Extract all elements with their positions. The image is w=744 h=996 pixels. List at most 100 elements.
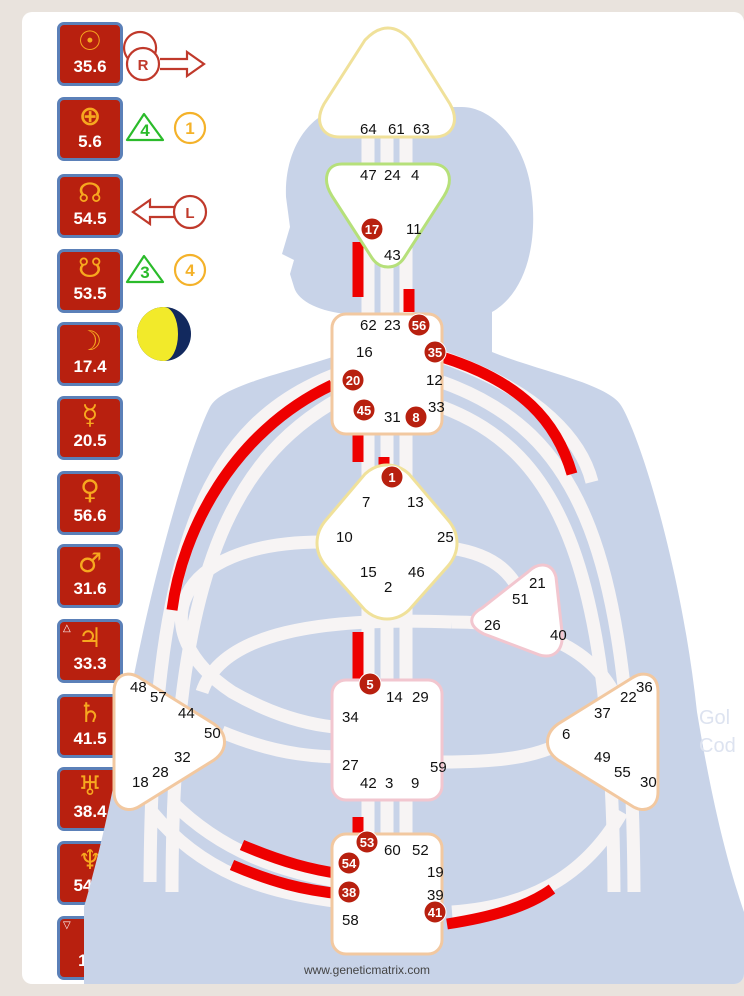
gate-label: 3	[385, 775, 393, 792]
gate-label: 23	[384, 317, 401, 334]
triangle-value-top: 4	[140, 121, 150, 140]
gate-label: 28	[152, 764, 169, 781]
gate-label: 16	[356, 344, 373, 361]
gate-label: 2	[384, 579, 392, 596]
gate-label: 53	[360, 835, 374, 850]
gate-label: 12	[426, 372, 443, 389]
planet-value: 35.6	[73, 57, 107, 76]
centers	[112, 26, 660, 956]
gate-label: 63	[413, 121, 430, 138]
mercury-icon: ☿	[81, 400, 99, 431]
gate-active-dot	[407, 313, 431, 337]
gate-label: 46	[408, 564, 425, 581]
planet-value: 53.5	[73, 284, 107, 303]
gate-label: 60	[384, 842, 401, 859]
planet-box[interactable]: △ ♃33.3	[57, 619, 123, 683]
gate-label: 48	[130, 679, 147, 696]
gate-active-dot	[423, 340, 447, 364]
gate-label: 10	[336, 529, 353, 546]
gate-active-dot	[423, 900, 447, 924]
gate-label: 45	[357, 403, 371, 418]
faint-watermark-1: Gol	[699, 707, 730, 729]
planet-value: 33.3	[73, 654, 107, 673]
gate-label: 24	[384, 167, 401, 184]
gate-label: 25	[437, 529, 454, 546]
g-center	[315, 463, 459, 621]
gate-label: 47	[360, 167, 377, 184]
north-node-icon: ☊	[78, 178, 102, 209]
gate-label: 57	[150, 689, 167, 706]
planet-box[interactable]: ⊕5.6	[57, 97, 123, 161]
gate-label: 17	[365, 222, 379, 237]
gate-active-dot	[352, 398, 376, 422]
gate-label: 39	[427, 887, 444, 904]
venus-icon: ♀	[80, 475, 100, 506]
gate-label: 44	[178, 705, 195, 722]
gate-label: 58	[342, 912, 359, 929]
jupiter-icon: ♃	[77, 623, 103, 654]
triangle-icon	[125, 112, 165, 142]
gate-label: 43	[384, 247, 401, 264]
planet-box[interactable]: ☿20.5	[57, 396, 123, 460]
gate-label: 31	[384, 409, 401, 426]
retro-mark: △	[63, 623, 71, 634]
gate-label: 38	[342, 885, 356, 900]
gate-label: 51	[512, 591, 529, 608]
gate-label: 6	[562, 726, 570, 743]
gate-label: 22	[620, 689, 637, 706]
bodygraph-diagram: Gol Cod	[84, 26, 744, 984]
gate-label: 37	[594, 705, 611, 722]
planet-box[interactable]: ☋53.5	[57, 249, 123, 313]
gate-label: 11	[406, 221, 422, 238]
gate-label: 59	[430, 759, 447, 776]
planet-value: 54.5	[73, 209, 107, 228]
circle-value-top: 1	[185, 119, 194, 138]
gate-active-dot	[341, 368, 365, 392]
gate-label: 64	[360, 121, 377, 138]
gate-label: 61	[388, 121, 405, 138]
planet-box[interactable]: ☉35.6	[57, 22, 123, 86]
faint-watermark-2: Cod	[699, 735, 736, 757]
south-node-icon: ☋	[78, 253, 102, 284]
gate-label: 34	[342, 709, 359, 726]
gate-active-dot	[337, 880, 361, 904]
circle-icon	[173, 111, 207, 145]
gate-label: 13	[407, 494, 424, 511]
gate-label: 18	[132, 774, 149, 791]
gate-label: 26	[484, 617, 501, 634]
gate-label: 40	[550, 627, 567, 644]
arrow-letter-bottom: L	[185, 205, 194, 222]
gate-label: 19	[427, 864, 444, 881]
head-center	[318, 26, 456, 139]
gate-label: 55	[614, 764, 631, 781]
gate-active-dot	[404, 405, 428, 429]
gate-label: 21	[529, 575, 546, 592]
variable-top: R 4 1	[122, 30, 207, 145]
planet-value: 17.4	[73, 357, 107, 376]
planet-box[interactable]: ♀56.6	[57, 471, 123, 535]
gate-active-dot	[337, 851, 361, 875]
planet-box[interactable]: ♂31.6	[57, 544, 123, 608]
planet-value: 38.4	[73, 802, 107, 821]
planet-box[interactable]: ☽17.4	[57, 322, 123, 386]
planet-box[interactable]: ☊54.5	[57, 174, 123, 238]
gate-label: 9	[411, 775, 419, 792]
gate-label: 30	[640, 774, 657, 791]
gate-label: 36	[636, 679, 653, 696]
sacral-center	[330, 678, 444, 802]
circle-value-bottom: 4	[185, 261, 195, 280]
gate-label: 49	[594, 749, 611, 766]
spleen-center	[112, 672, 226, 811]
watermark: www.geneticmatrix.com	[303, 963, 430, 977]
gate-label: 1	[388, 470, 395, 485]
gate-label: 8	[412, 410, 419, 425]
gate-label: 4	[411, 167, 419, 184]
triangle-value-bottom: 3	[140, 263, 149, 282]
earth-icon: ⊕	[78, 101, 102, 132]
gate-label: 20	[346, 373, 360, 388]
gate-label: 14	[386, 689, 403, 706]
gate-label: 41	[428, 905, 442, 920]
mars-icon: ♂	[77, 548, 103, 579]
gate-active-dot	[358, 672, 382, 696]
